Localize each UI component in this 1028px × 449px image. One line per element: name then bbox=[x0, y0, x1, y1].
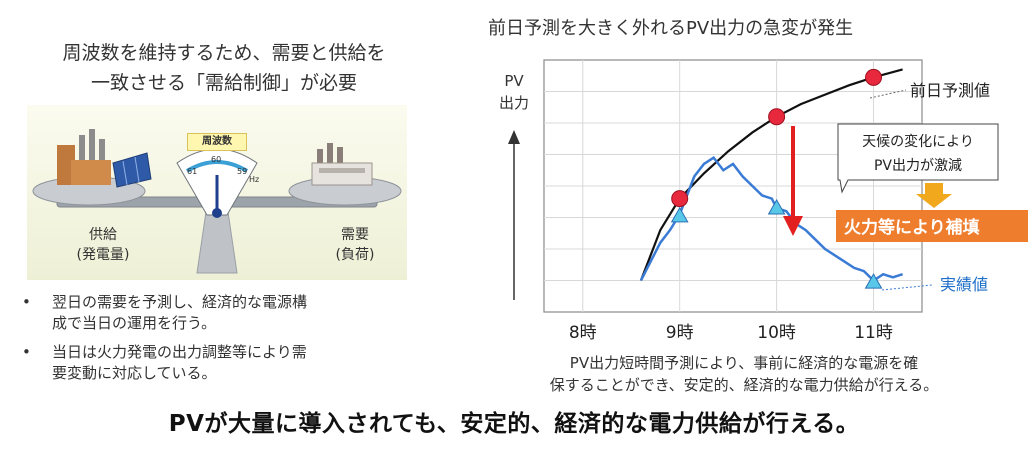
solar-panel-icon bbox=[112, 152, 152, 188]
y-axis-arrow-head bbox=[508, 130, 520, 144]
bullet-1-line1: 翌日の需要を予測し、経済的な電源構 bbox=[52, 293, 308, 311]
bullet-item: 当日は火力発電の出力調整等により需 要変動に対応している。 bbox=[22, 342, 442, 384]
chart-title: 前日予測を大きく外れるPV出力の急変が発生 bbox=[488, 18, 854, 39]
bullet-2-line2: 要変動に対応している。 bbox=[52, 364, 217, 382]
demand-title: 需要 bbox=[341, 227, 369, 243]
callout-line1: 天候の変化により bbox=[862, 133, 974, 150]
factory-icon bbox=[311, 143, 373, 186]
power-plant-icon bbox=[57, 129, 111, 185]
actual-leader bbox=[881, 284, 933, 291]
frequency-gauge bbox=[176, 148, 258, 218]
weather-callout: 天候の変化により PV出力が激減 bbox=[837, 123, 999, 194]
frequency-title: 周波数 bbox=[187, 133, 247, 151]
left-heading-line1: 周波数を維持するため、需要と供給を bbox=[62, 42, 386, 64]
chart-footer-line1: PV出力短時間予測により、事前に経済的な電源を確 bbox=[569, 354, 919, 372]
gauge-tick-60: 60 bbox=[211, 155, 222, 164]
actual-marker bbox=[670, 206, 689, 223]
actual-label: 実績値 bbox=[940, 275, 988, 294]
bullet-list: 翌日の需要を予測し、経済的な電源構 成で当日の運用を行う。 当日は火力発電の出力… bbox=[22, 292, 442, 392]
balance-scale-graphic bbox=[32, 129, 402, 274]
x-tick-label: 11時 bbox=[854, 323, 893, 343]
supply-title: 供給 bbox=[89, 227, 117, 243]
x-tick-label: 10時 bbox=[757, 323, 796, 343]
forecast-marker bbox=[865, 68, 883, 86]
x-tick-label: 9時 bbox=[666, 323, 694, 343]
gauge-tick-61: 61 bbox=[187, 167, 198, 176]
callout-line2: PV出力が激減 bbox=[874, 157, 962, 174]
callout-bubble bbox=[837, 123, 999, 194]
bottom-banner: PVが大量に導入されても、安定的、経済的な電力供給が行える。 bbox=[168, 411, 860, 437]
supply-label: 供給 (発電量) bbox=[63, 225, 143, 265]
thermal-arrow bbox=[916, 183, 952, 208]
x-tick-label: 8時 bbox=[569, 323, 597, 343]
forecast-markers bbox=[671, 68, 883, 208]
balance-illustration: 周波数 61 60 59 Hz 供給 (発電量) 需要 (負荷) bbox=[27, 105, 407, 280]
demand-subtitle: (負荷) bbox=[335, 247, 375, 263]
actual-marker bbox=[767, 199, 786, 215]
gauge-unit: Hz bbox=[249, 175, 260, 184]
thermal-box bbox=[836, 210, 1028, 242]
forecast-label: 前日予測値 bbox=[910, 81, 990, 100]
actual-marker bbox=[864, 273, 883, 289]
thermal-label: 火力等により補填 bbox=[844, 217, 980, 238]
actual-markers bbox=[670, 199, 883, 289]
x-tick-labels: 8時 9時 10時 11時 bbox=[569, 323, 893, 343]
pv-output-chart: PV 出力 8時 9時 10時 11時 前日予測値 実績値 天候の変化により PV出力… bbox=[499, 59, 1028, 343]
gauge-tick-59: 59 bbox=[237, 167, 248, 176]
drop-arrow-head bbox=[783, 216, 803, 236]
bullet-2-line1: 当日は火力発電の出力調整等により需 bbox=[52, 343, 307, 361]
bullet-item: 翌日の需要を予測し、経済的な電源構 成で当日の運用を行う。 bbox=[22, 292, 442, 334]
supply-subtitle: (発電量) bbox=[76, 247, 130, 263]
forecast-marker bbox=[671, 190, 689, 208]
demand-label: 需要 (負荷) bbox=[315, 225, 395, 265]
forecast-marker bbox=[768, 108, 786, 126]
left-heading: 周波数を維持するため、需要と供給を 一致させる「需給制御」が必要 bbox=[14, 38, 434, 98]
chart-footer-line2: 保することができ、安定的、経済的な電力供給が行える。 bbox=[549, 376, 939, 394]
left-heading-line2: 一致させる「需給制御」が必要 bbox=[90, 72, 357, 94]
y-axis-label-output: 出力 bbox=[499, 94, 529, 112]
y-axis-label-pv: PV bbox=[504, 72, 524, 90]
bullet-1-line2: 成で当日の運用を行う。 bbox=[52, 314, 217, 332]
chart-footer: PV出力短時間予測により、事前に経済的な電源を確 保することができ、安定的、経済… bbox=[470, 352, 1018, 396]
